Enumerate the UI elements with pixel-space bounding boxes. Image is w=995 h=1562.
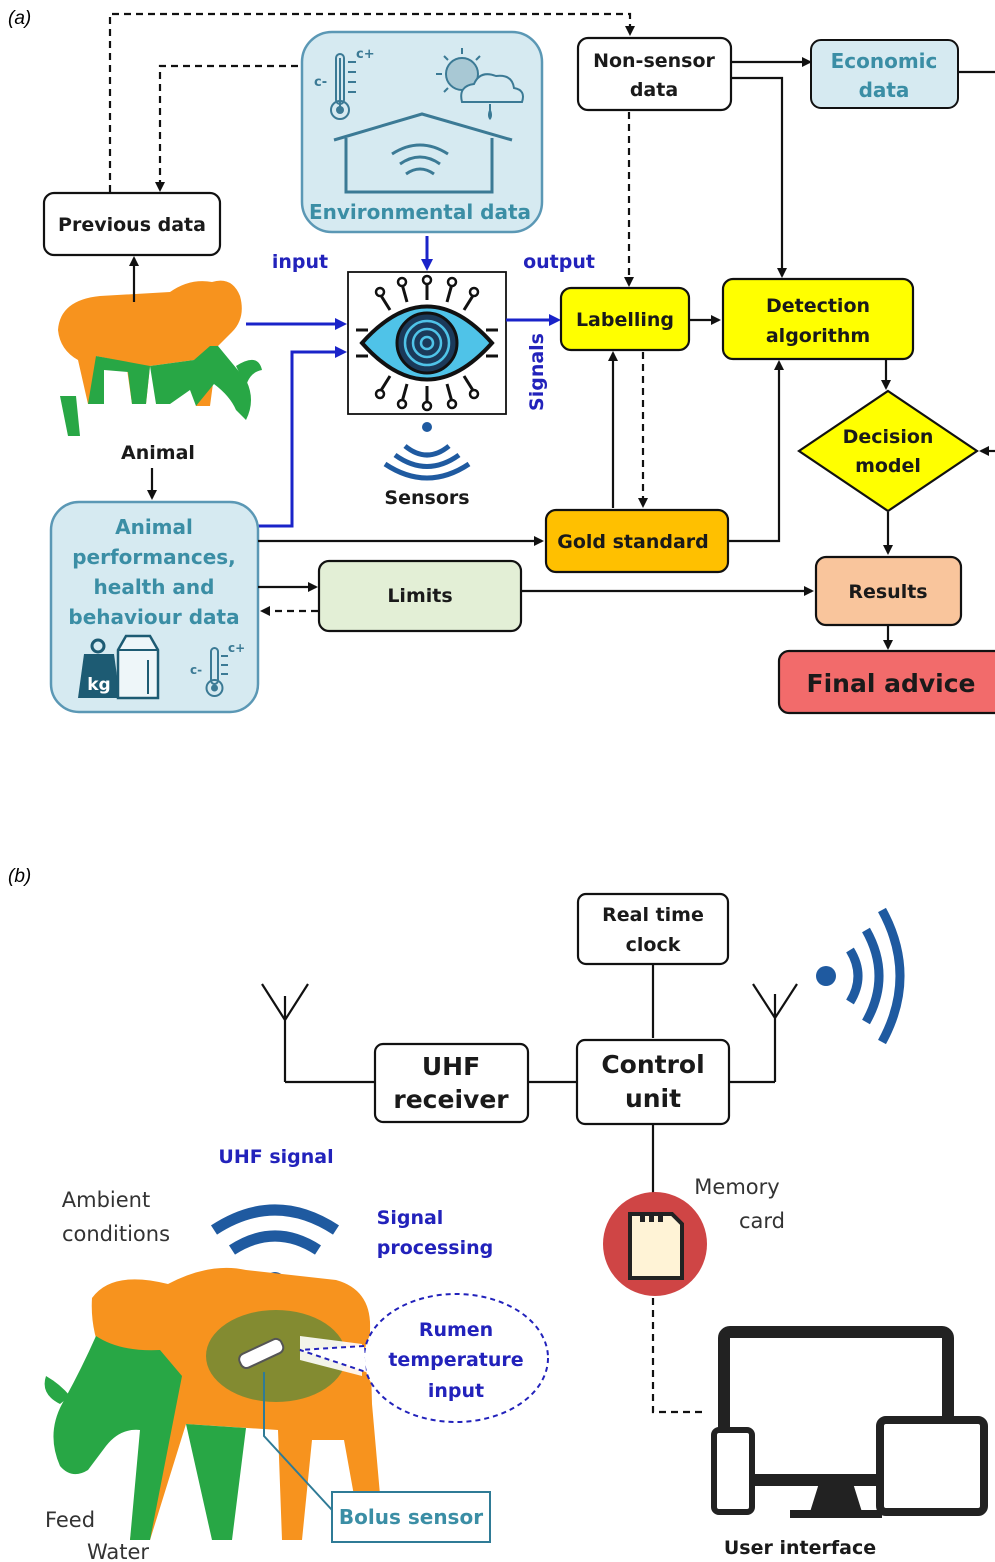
sensor-wifi-icon	[383, 422, 471, 481]
thermometer-small-icon: c+ c-	[190, 641, 245, 697]
signal-processing-label-1: Signal	[377, 1207, 444, 1229]
ambient-label-1: Ambient	[62, 1188, 150, 1212]
control-label-1: Control	[601, 1050, 704, 1079]
bolus-sensor-label: Bolus sensor	[339, 1505, 483, 1529]
animal-data-label-4: behaviour data	[68, 605, 239, 629]
output-label: output	[523, 251, 595, 273]
detection-algorithm-node: Detection algorithm	[721, 277, 915, 361]
thermometer-icon: c+ c-	[314, 47, 375, 120]
receiver-label-1: UHF	[422, 1052, 480, 1081]
rumen-label-2: temperature	[388, 1349, 523, 1371]
economic-label-2: data	[859, 78, 910, 102]
animal-label: Animal	[121, 442, 195, 464]
gold-standard-node: Gold standard	[544, 508, 730, 574]
user-interface-devices-icon	[711, 1326, 988, 1518]
environmental-data-label: Environmental data	[309, 200, 531, 224]
previous-data-label: Previous data	[58, 214, 206, 236]
animaldata-to-sensors-arrow	[258, 346, 347, 528]
limits-node: Limits	[317, 559, 523, 633]
memory-label-1: Memory	[694, 1175, 779, 1199]
labelling-label: Labelling	[576, 309, 674, 331]
detection-label-2: algorithm	[766, 325, 870, 347]
feed-label: Feed	[45, 1508, 95, 1532]
final-advice-label: Final advice	[807, 669, 976, 698]
weight-icon: kg	[78, 638, 120, 698]
barn-icon	[333, 112, 513, 194]
thermo-plus-label: c+	[356, 47, 375, 62]
clock-label-1: Real time	[602, 904, 704, 926]
input-label: input	[272, 251, 328, 273]
final-advice-node: Final advice	[777, 649, 995, 715]
water-label: Water	[87, 1540, 149, 1562]
rumen-temperature-callout: Rumen temperature input	[299, 1293, 549, 1423]
limits-label: Limits	[387, 585, 452, 607]
eye-circuit-icon	[356, 274, 498, 412]
thermo-minus-label: c-	[314, 75, 327, 90]
non-sensor-label-1: Non-sensor	[593, 50, 715, 72]
economic-label-1: Economic	[831, 49, 938, 73]
broadcast-signal-icon	[816, 907, 905, 1045]
rumen-label-1: Rumen	[419, 1319, 493, 1341]
uhf-receiver-node: UHF receiver	[373, 1042, 530, 1124]
decision-label-2: model	[855, 455, 921, 477]
uhf-signal-label: UHF signal	[218, 1146, 333, 1168]
environmental-data-node: c+ c- Environmental data	[300, 30, 544, 234]
small-thermo-minus-label: c-	[190, 663, 202, 677]
sensor-eye-node	[347, 271, 507, 415]
control-label-2: unit	[625, 1084, 681, 1113]
non-sensor-label-2: data	[630, 79, 678, 101]
animal-data-label-2: performances,	[72, 545, 236, 569]
signals-label: Signals	[526, 333, 548, 411]
sensors-label: Sensors	[384, 487, 469, 509]
bolus-pointer-line	[263, 1372, 333, 1511]
detection-label-1: Detection	[766, 295, 870, 317]
memory-card-icon	[603, 1192, 707, 1296]
user-interface-label: User interface	[724, 1537, 876, 1559]
animal-with-bolus-icon	[44, 1267, 384, 1540]
non-sensor-data-node: Non-sensor data	[576, 36, 733, 112]
ambient-label-2: conditions	[62, 1222, 170, 1246]
left-antenna-icon	[261, 983, 309, 1082]
bolus-sensor-node: Bolus sensor	[331, 1491, 491, 1543]
results-node: Results	[814, 555, 963, 627]
clock-label-2: clock	[626, 934, 681, 956]
real-time-clock-node: Real time clock	[576, 892, 730, 966]
decision-label-1: Decision	[843, 426, 934, 448]
animal-data-label-1: Animal	[115, 515, 193, 539]
milk-carton-icon	[116, 634, 160, 700]
rumen-label-3: input	[428, 1380, 484, 1402]
weather-icon	[436, 48, 524, 120]
results-label: Results	[848, 581, 927, 603]
receiver-label-2: receiver	[393, 1085, 509, 1114]
previous-to-nonsensor-dashed	[108, 12, 635, 192]
animal-data-node: Animal performances, health and behaviou…	[49, 500, 260, 714]
panel-a-label: (a)	[8, 8, 31, 29]
signal-processing-label-2: processing	[377, 1237, 493, 1259]
small-thermo-plus-label: c+	[228, 641, 245, 655]
animal-icon	[58, 280, 262, 436]
previous-data-node: Previous data	[42, 191, 222, 257]
memory-label-2: card	[739, 1209, 785, 1233]
memory-to-ui-dashed	[651, 1298, 706, 1414]
labelling-node: Labelling	[559, 286, 691, 352]
animal-data-label-3: health and	[94, 575, 215, 599]
decision-model-node: Decision model	[797, 389, 979, 513]
gold-standard-label: Gold standard	[557, 531, 709, 553]
env-to-previous-dashed	[155, 64, 298, 192]
nonsensor-to-detection-arrow	[731, 76, 787, 278]
control-unit-node: Control unit	[575, 1038, 731, 1126]
gold-to-detection-arrow	[728, 360, 784, 543]
economic-data-node: Economic data	[810, 39, 959, 109]
kg-label: kg	[87, 675, 110, 695]
right-antenna-icon	[752, 983, 798, 1082]
panel-b-label: (b)	[8, 866, 31, 887]
